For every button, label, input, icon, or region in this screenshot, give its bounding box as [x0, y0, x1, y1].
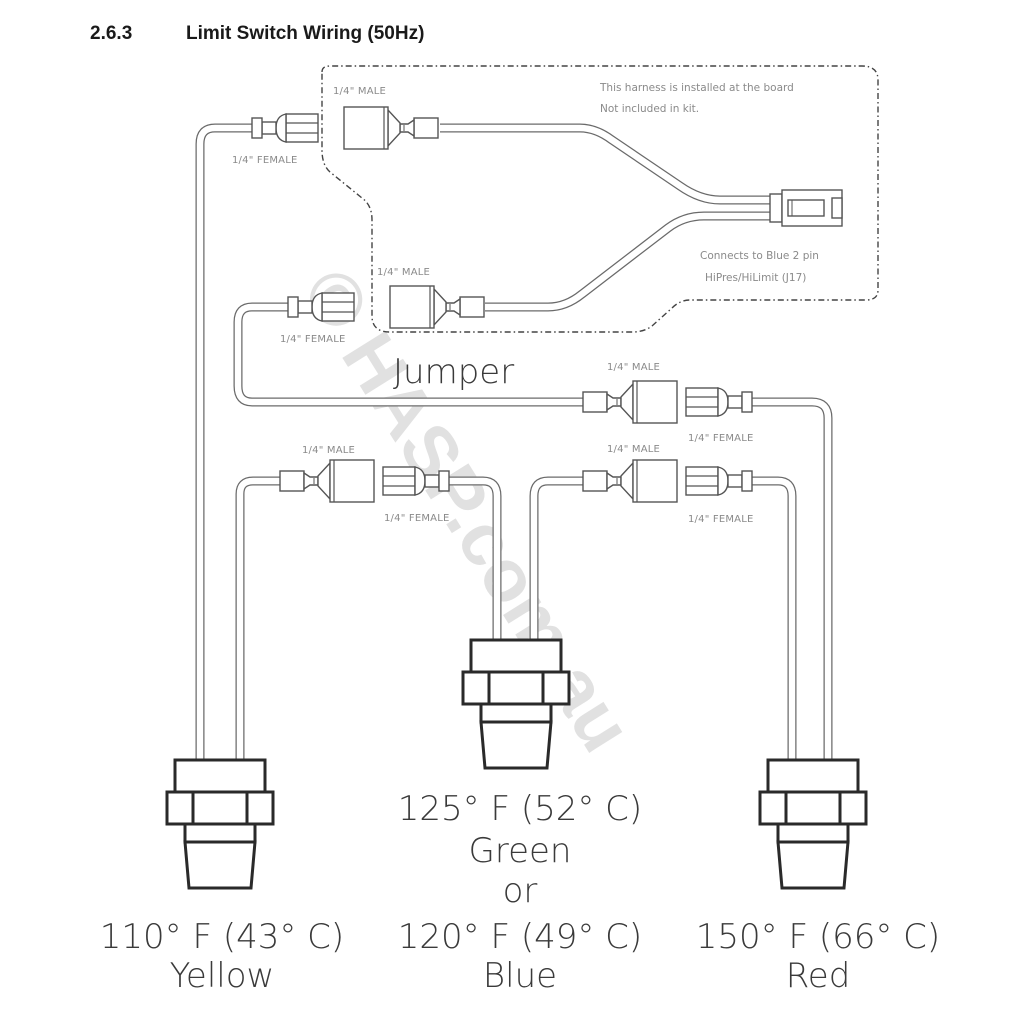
connector-male-harness-lower [389, 285, 485, 329]
label-female-red-outer: 1/4" FEMALE [688, 433, 754, 444]
connector-female-red-inner [685, 466, 753, 496]
harness-note-line2: Not included in kit. [600, 103, 699, 115]
harness-boundary [321, 65, 879, 333]
switch-blue-temp: 120° F (49° C) [398, 917, 642, 957]
switch-red-color: Red [786, 956, 851, 996]
label-female-greenblue: 1/4" FEMALE [384, 513, 450, 524]
label-male-harness-lower: 1/4" MALE [377, 267, 430, 278]
switch-red [758, 758, 868, 890]
board-plug-2pin [769, 189, 843, 227]
label-male-greenblue: 1/4" MALE [607, 444, 660, 455]
label-male-yellow: 1/4" MALE [302, 445, 355, 456]
switch-yellow [165, 758, 275, 890]
jumper-label: Jumper [393, 352, 514, 392]
connector-male-yellow [279, 459, 375, 503]
switch-green-temp: 125° F (52° C) [398, 789, 642, 829]
connector-male-jumper-red [582, 380, 678, 424]
connector-male-greenblue [582, 459, 678, 503]
harness-connects-line1: Connects to Blue 2 pin [700, 250, 819, 262]
connector-female-jumper [287, 292, 355, 322]
switch-yellow-temp: 110° F (43° C) [100, 917, 344, 957]
connector-female-red-outer [685, 387, 753, 417]
harness-note-line1: This harness is installed at the board [599, 82, 794, 94]
section-title: Limit Switch Wiring (50Hz) [186, 23, 424, 44]
label-female-jumper: 1/4" FEMALE [280, 334, 346, 345]
switch-red-temp: 150° F (66° C) [696, 917, 940, 957]
switch-green-color: Green [469, 831, 572, 871]
wires [195, 123, 833, 760]
connector-male-top [343, 106, 439, 150]
harness-connects-line2: HiPres/HiLimit (J17) [705, 272, 806, 284]
switch-green-blue [461, 638, 571, 770]
label-male-top: 1/4" MALE [333, 86, 386, 97]
label-female-red-inner: 1/4" FEMALE [688, 514, 754, 525]
section-number: 2.6.3 [90, 23, 132, 44]
switch-or-label: or [503, 871, 538, 911]
switch-blue-color: Blue [483, 956, 557, 996]
switch-yellow-color: Yellow [170, 956, 275, 996]
label-female-top: 1/4" FEMALE [232, 155, 298, 166]
connector-female-top [251, 113, 319, 143]
connector-female-greenblue [382, 466, 450, 496]
label-male-jumper-red: 1/4" MALE [607, 362, 660, 373]
